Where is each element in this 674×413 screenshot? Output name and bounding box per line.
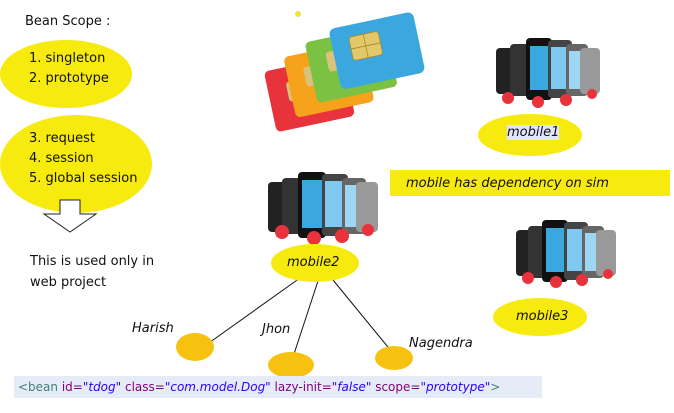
xml-lazy-val: "false" — [331, 380, 372, 394]
scope-item-session: 4. session — [29, 151, 94, 166]
mobile3-label: mobile3 — [516, 309, 569, 324]
scope-ellipse-basic — [0, 40, 132, 108]
xml-class-val: "com.model.Dog" — [164, 380, 271, 394]
phones-image-mobile1 — [496, 38, 600, 108]
xml-lazy-attr: lazy-init= — [270, 380, 332, 394]
scope-item-request: 3. request — [29, 131, 95, 146]
xml-id-attr: id= — [61, 380, 83, 394]
xml-open: <bean — [18, 380, 62, 394]
sim-label-harish: Harish — [132, 321, 174, 336]
connector-nagendra — [332, 279, 393, 353]
scope-item-singleton: 1. singleton — [29, 51, 106, 66]
scope-item-global-session: 5. global session — [29, 171, 138, 186]
xml-class-attr: class= — [121, 380, 165, 394]
sim-node-harish — [176, 333, 214, 361]
bean-xml-line: <bean id="tdog" class="com.model.Dog" la… — [14, 376, 542, 398]
mobile3-ellipse — [493, 298, 587, 336]
dependency-note: mobile has dependency on sim — [406, 176, 609, 191]
sim-node-nagendra — [375, 346, 413, 370]
down-arrow-icon — [42, 199, 98, 233]
dependency-note-bar — [390, 170, 670, 196]
tiny-dot — [295, 11, 301, 17]
phones-image-mobile3 — [516, 220, 616, 288]
web-note-line2: web project — [30, 275, 107, 290]
web-note-line1: This is used only in — [30, 254, 155, 269]
xml-close: > — [490, 380, 501, 394]
bean-scope-title: Bean Scope : — [25, 14, 111, 29]
sim-cards-image — [264, 12, 425, 132]
connector-jhon — [291, 280, 319, 361]
scope-item-prototype: 2. prototype — [29, 71, 109, 86]
xml-id-val: "tdog" — [82, 380, 122, 394]
mobile2-ellipse — [271, 244, 359, 282]
phones-image-mobile2 — [268, 172, 378, 245]
sim-node-jhon — [268, 352, 314, 378]
sim-label-jhon: Jhon — [262, 322, 291, 337]
connector-harish — [205, 277, 301, 346]
xml-scope-val: "prototype" — [420, 380, 491, 394]
xml-scope-attr: scope= — [371, 380, 421, 394]
mobile1-label: mobile1 — [507, 125, 560, 140]
scope-ellipse-web — [0, 115, 152, 213]
mobile2-label: mobile2 — [287, 255, 340, 270]
sim-label-nagendra: Nagendra — [409, 336, 473, 351]
